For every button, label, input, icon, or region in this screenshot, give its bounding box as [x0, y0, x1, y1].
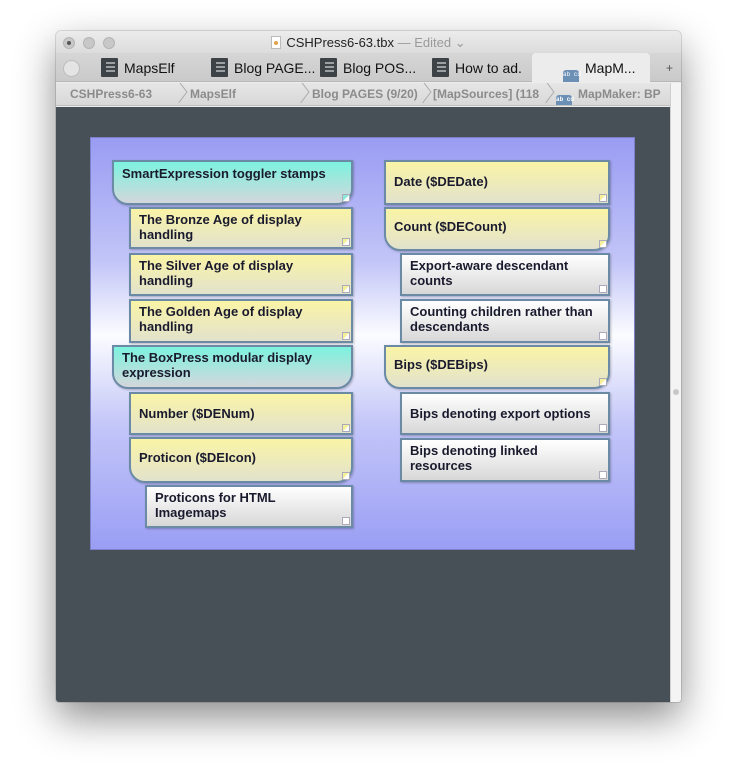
map-note[interactable]: Bips denoting linked resources [400, 438, 610, 482]
breadcrumb-item[interactable]: Blog PAGES (9/20) [312, 87, 418, 101]
resize-handle[interactable] [342, 424, 350, 432]
tab-mapself[interactable]: MapsElf [101, 53, 201, 82]
breadcrumb-separator [541, 83, 551, 105]
edited-status: — Edited [397, 35, 452, 50]
map-note[interactable]: Bips denoting export options [400, 392, 610, 435]
document-name: CSHPress6-63.tbx [286, 35, 394, 50]
close-button[interactable] [63, 37, 75, 49]
tab-overview-button[interactable] [63, 60, 80, 77]
abcd-note-icon: ab cd [563, 70, 581, 82]
window-title[interactable]: CSHPress6-63.tbx — Edited ⌄ [56, 35, 681, 51]
resize-handle[interactable] [599, 471, 607, 479]
resize-handle[interactable] [599, 194, 607, 202]
tab-bar: MapsElf Blog PAGE... Blog POS... How to … [56, 53, 681, 82]
breadcrumb-separator [296, 83, 306, 105]
resize-handle[interactable] [599, 378, 607, 386]
chevron-down-icon: ⌄ [454, 35, 466, 50]
map-note-container[interactable]: SmartExpression toggler stamps [112, 160, 353, 205]
map-note[interactable]: Counting children rather than descendant… [400, 299, 610, 343]
vertical-scrollbar[interactable] [670, 83, 681, 702]
new-tab-button[interactable]: + [665, 61, 673, 75]
map-note[interactable]: Export-aware descendant counts [400, 253, 610, 296]
resize-handle[interactable] [342, 332, 350, 340]
breadcrumb-separator [418, 83, 428, 105]
outline-doc-icon [211, 58, 228, 77]
resize-handle[interactable] [599, 240, 607, 248]
abcd-note-icon: ab cd [556, 95, 574, 105]
map-note-container[interactable]: Count ($DECount) [384, 207, 610, 251]
minimize-button[interactable] [83, 37, 95, 49]
resize-handle[interactable] [342, 472, 350, 480]
map-note[interactable]: Number ($DENum) [129, 392, 353, 435]
map-note[interactable]: The Golden Age of display handling [129, 299, 353, 343]
breadcrumb-item[interactable]: [MapSources] (118 [433, 87, 540, 101]
map-note[interactable]: The Bronze Age of display handling [129, 207, 353, 249]
map-note-container[interactable]: Proticon ($DEIcon) [129, 437, 353, 483]
resize-handle[interactable] [599, 332, 607, 340]
split-handle[interactable] [673, 389, 679, 395]
tab-how-to[interactable]: How to ad. [432, 53, 528, 82]
resize-handle[interactable] [599, 285, 607, 293]
breadcrumb-item[interactable]: MapsElf [190, 87, 237, 101]
resize-handle[interactable] [342, 285, 350, 293]
map-note[interactable]: Date ($DEDate) [384, 160, 610, 205]
outline-doc-icon [432, 58, 449, 77]
tab-mapmaker[interactable]: !ab cdMapM... [532, 53, 650, 82]
breadcrumb-item[interactable]: CSHPress6-63 [70, 87, 153, 101]
document-icon [271, 36, 282, 49]
resize-handle[interactable] [342, 238, 350, 246]
map-note-container[interactable]: The BoxPress modular display expression [112, 345, 353, 389]
tab-blog-pages[interactable]: Blog PAGE... [211, 53, 321, 82]
resize-handle[interactable] [342, 194, 350, 202]
tab-blog-posts[interactable]: Blog POS... [320, 53, 430, 82]
breadcrumb: CSHPress6-63 MapsElf Blog PAGES (9/20) [… [56, 83, 670, 106]
title-bar: CSHPress6-63.tbx — Edited ⌄ [56, 31, 681, 53]
map-note[interactable]: The Silver Age of display handling [129, 253, 353, 296]
breadcrumb-separator [174, 83, 184, 105]
app-window: CSHPress6-63.tbx — Edited ⌄ MapsElf Blog… [56, 31, 681, 702]
resize-handle[interactable] [599, 424, 607, 432]
outline-doc-icon [320, 58, 337, 77]
resize-handle[interactable] [342, 517, 350, 525]
zoom-button[interactable] [103, 37, 115, 49]
map-view[interactable]: SmartExpression toggler stamps The Bronz… [90, 137, 635, 550]
map-note-container[interactable]: Bips ($DEBips) [384, 345, 610, 389]
map-note[interactable]: Proticons for HTML Imagemaps [145, 485, 353, 528]
map-canvas[interactable]: SmartExpression toggler stamps The Bronz… [56, 107, 670, 702]
outline-doc-icon [101, 58, 118, 77]
